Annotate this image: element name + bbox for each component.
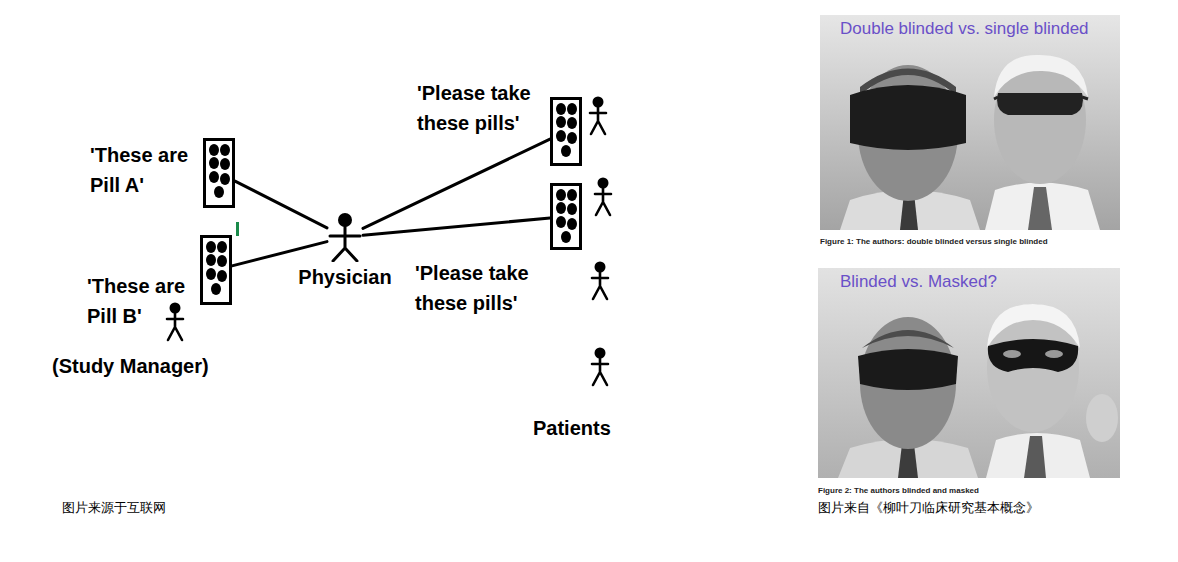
patient-figure — [592, 262, 608, 300]
figure-body — [330, 226, 360, 261]
photo-double-single — [820, 15, 1120, 230]
patient-figure — [590, 97, 606, 135]
pill-box: 'Please take these pills' — [550, 183, 582, 250]
pill — [209, 144, 219, 156]
pill — [217, 255, 227, 267]
photo-blinded-masked-part — [988, 339, 1078, 372]
patient-figure — [595, 178, 611, 216]
pills — [206, 141, 232, 205]
photo-double-single-part — [994, 97, 1088, 99]
pill — [211, 283, 221, 295]
pill — [556, 103, 566, 115]
pill — [567, 203, 577, 215]
connector-line — [363, 139, 550, 228]
pill-box: 'These are Pill A' — [203, 138, 235, 208]
pill — [206, 254, 216, 266]
photo-blinded-masked-part — [1045, 350, 1063, 358]
pill — [220, 173, 230, 185]
photo-title: Double blinded vs. single blinded — [840, 18, 1089, 40]
source-note: 图片来自《柳叶刀临床研究基本概念》 — [818, 499, 1039, 517]
photo-blinded-masked-part — [858, 349, 958, 390]
figure-caption: Figure 1: The authors: double blinded ve… — [820, 236, 1048, 247]
photo-blinded-masked-part — [1003, 350, 1021, 358]
connector-line — [232, 242, 327, 266]
photo-blinded-masked-part — [862, 330, 954, 348]
pill — [556, 130, 566, 142]
photo-blinded-masked-part — [1024, 436, 1046, 478]
quote-text: 'These are Pill B' — [87, 271, 200, 331]
pill — [556, 202, 566, 214]
pill — [556, 189, 566, 201]
pill — [567, 103, 577, 115]
pill — [556, 116, 566, 128]
pills — [203, 238, 229, 302]
quote-text: 'These are Pill A' — [90, 140, 203, 200]
pill — [561, 145, 571, 157]
pill — [220, 158, 230, 170]
photo-double-single-part — [985, 183, 1100, 231]
pill — [217, 241, 227, 253]
figure-caption: Figure 2: The authors blinded and masked — [818, 485, 979, 496]
pills — [553, 100, 579, 163]
connector-line — [363, 218, 550, 235]
pill — [209, 171, 219, 183]
pill — [220, 144, 230, 156]
pill — [556, 216, 566, 228]
photo-double-single-part — [994, 55, 1088, 97]
patient-figure — [592, 348, 608, 386]
pill — [567, 117, 577, 129]
pill-box: 'These are Pill B' — [200, 235, 232, 305]
pill-box: 'Please take these pills' — [550, 97, 582, 166]
green-mark — [236, 222, 239, 236]
source-note: 图片来源于互联网 — [62, 499, 166, 517]
pill — [561, 231, 571, 243]
figure-label: Physician — [298, 262, 391, 292]
photo-double-single-part — [850, 85, 966, 150]
pill — [567, 132, 577, 144]
photo-blinded-masked-part — [986, 433, 1090, 478]
stick-figures — [167, 97, 611, 386]
role-label: (Study Manager) — [52, 351, 209, 381]
photo-double-single-part — [820, 15, 1120, 230]
pill — [206, 268, 216, 280]
photo-blinded-masked-part — [818, 268, 1120, 478]
photo-blinded-masked-part — [1086, 394, 1118, 442]
photo-double-single-part — [1028, 187, 1052, 230]
photo-double-single-part — [997, 93, 1083, 115]
pill — [209, 157, 219, 169]
photo-blinded-masked-part — [898, 444, 918, 478]
pill — [567, 189, 577, 201]
pill — [206, 241, 216, 253]
study-manager-figure — [167, 303, 183, 341]
pill — [567, 218, 577, 230]
group-label: Patients — [533, 413, 611, 443]
quote-text: 'Please take these pills' — [415, 258, 548, 318]
pill — [214, 186, 224, 198]
photo-blinded-masked — [818, 268, 1120, 478]
quote-text: 'Please take these pills' — [417, 78, 550, 138]
photo-title: Blinded vs. Masked? — [840, 271, 997, 293]
physician-figure: Physician — [293, 212, 396, 292]
pills — [553, 186, 579, 247]
connector-line — [235, 181, 327, 228]
photo-blinded-masked-part — [987, 304, 1079, 432]
pill — [217, 270, 227, 282]
stick-figure — [327, 212, 363, 262]
